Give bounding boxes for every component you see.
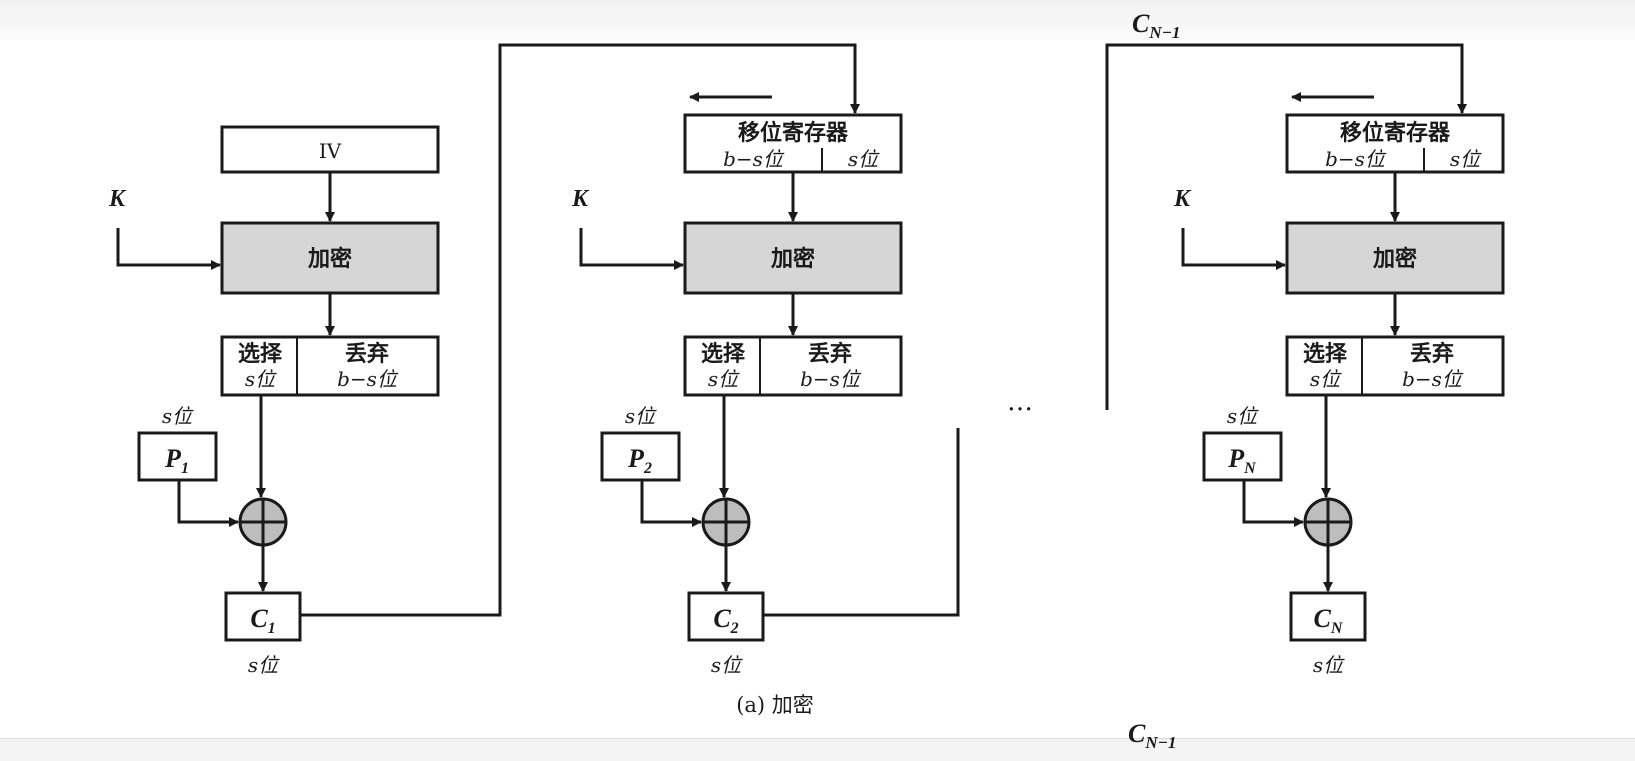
- shift-left-part: b−s位: [723, 147, 785, 171]
- shift-left-part: b−s位: [1325, 147, 1387, 171]
- shift-right-part: s位: [848, 147, 880, 171]
- ciphertext-label-sub: N: [1330, 620, 1344, 637]
- key-arrow: [1181, 228, 1286, 270]
- top-band: [0, 0, 1635, 40]
- encrypt-label: 加密: [307, 246, 352, 272]
- arrow-plaintext-to-xor: [177, 480, 239, 527]
- ciphertext-bits-label: s位: [248, 653, 280, 677]
- ciphertext-label: C2: [713, 604, 738, 637]
- ciphertext-box: [1289, 591, 1367, 642]
- key-arrow: [579, 228, 684, 270]
- plaintext-label-sub: N: [1243, 460, 1257, 477]
- encrypt-label: 加密: [770, 246, 815, 272]
- select-label: 选择: [1303, 341, 1348, 367]
- plaintext-label: P1: [164, 444, 189, 477]
- ciphertext-bits-label: s位: [1313, 653, 1345, 677]
- feedback-c2: [763, 428, 960, 617]
- ciphertext-label-main: C: [250, 604, 268, 633]
- arrow-plaintext-to-xor: [640, 480, 702, 527]
- caption: (a) 加密: [736, 693, 814, 717]
- iv-label: IV: [319, 139, 342, 163]
- discard-label: 丢弃: [1410, 341, 1454, 367]
- key-label-main: K: [571, 186, 590, 212]
- ciphertext-label-main: C: [1314, 604, 1332, 633]
- key-label-main: K: [1173, 186, 1192, 212]
- select-discard-box: [1285, 335, 1505, 397]
- select-bits: s位: [245, 367, 277, 391]
- ciphertext-label-main: C: [713, 604, 731, 633]
- discard-label: 丢弃: [345, 341, 389, 367]
- plaintext-bits-label: s位: [1227, 404, 1259, 428]
- feedback-c1: [300, 43, 860, 617]
- arrow-plaintext-to-xor: [1242, 480, 1304, 527]
- key-label: K: [108, 186, 127, 212]
- shift-register-label: 移位寄存器: [738, 120, 849, 146]
- select-bits: s位: [1310, 367, 1342, 391]
- encrypt-box: [220, 221, 440, 295]
- ellipsis: …: [1007, 387, 1033, 417]
- plaintext-label: PN: [1227, 444, 1257, 477]
- key-arrow: [116, 228, 221, 270]
- plaintext-label-main: P: [164, 444, 182, 473]
- plaintext-label-sub: 2: [643, 460, 652, 477]
- plaintext-label-main: P: [1227, 444, 1245, 473]
- encrypt-box: [1285, 221, 1505, 295]
- shift-right-part: s位: [1450, 147, 1482, 171]
- ciphertext-label: CN: [1314, 604, 1344, 637]
- plaintext-bits-label: s位: [625, 404, 657, 428]
- discard-bits: b−s位: [800, 367, 862, 391]
- key-label: K: [571, 186, 590, 212]
- key-label-main: K: [108, 186, 127, 212]
- encrypt-label: 加密: [1372, 246, 1417, 272]
- bottom-band: [0, 738, 1635, 761]
- ciphertext-label-sub: 2: [730, 620, 739, 637]
- select-discard-box: [220, 335, 440, 397]
- ciphertext-bits-label: s位: [711, 653, 743, 677]
- select-label: 选择: [701, 341, 746, 367]
- plaintext-label-main: P: [627, 444, 645, 473]
- select-bits: s位: [708, 367, 740, 391]
- bottom-cut-label: CN−1: [1128, 719, 1176, 752]
- discard-label: 丢弃: [808, 341, 852, 367]
- ciphertext-label: C1: [250, 604, 275, 637]
- ciphertext-label-sub: 1: [268, 620, 276, 637]
- encrypt-box: [683, 221, 903, 295]
- feedback-label: CN−1: [1132, 9, 1180, 42]
- select-discard-box: [683, 335, 903, 397]
- select-label: 选择: [238, 341, 283, 367]
- plaintext-label: P2: [627, 444, 652, 477]
- discard-bits: b−s位: [1402, 367, 1464, 391]
- feedback-cn-1: [1105, 43, 1467, 410]
- key-label: K: [1173, 186, 1192, 212]
- shift-register-label: 移位寄存器: [1340, 120, 1451, 146]
- plaintext-label-sub: 1: [181, 460, 189, 477]
- discard-bits: b−s位: [337, 367, 399, 391]
- plaintext-bits-label: s位: [162, 404, 194, 428]
